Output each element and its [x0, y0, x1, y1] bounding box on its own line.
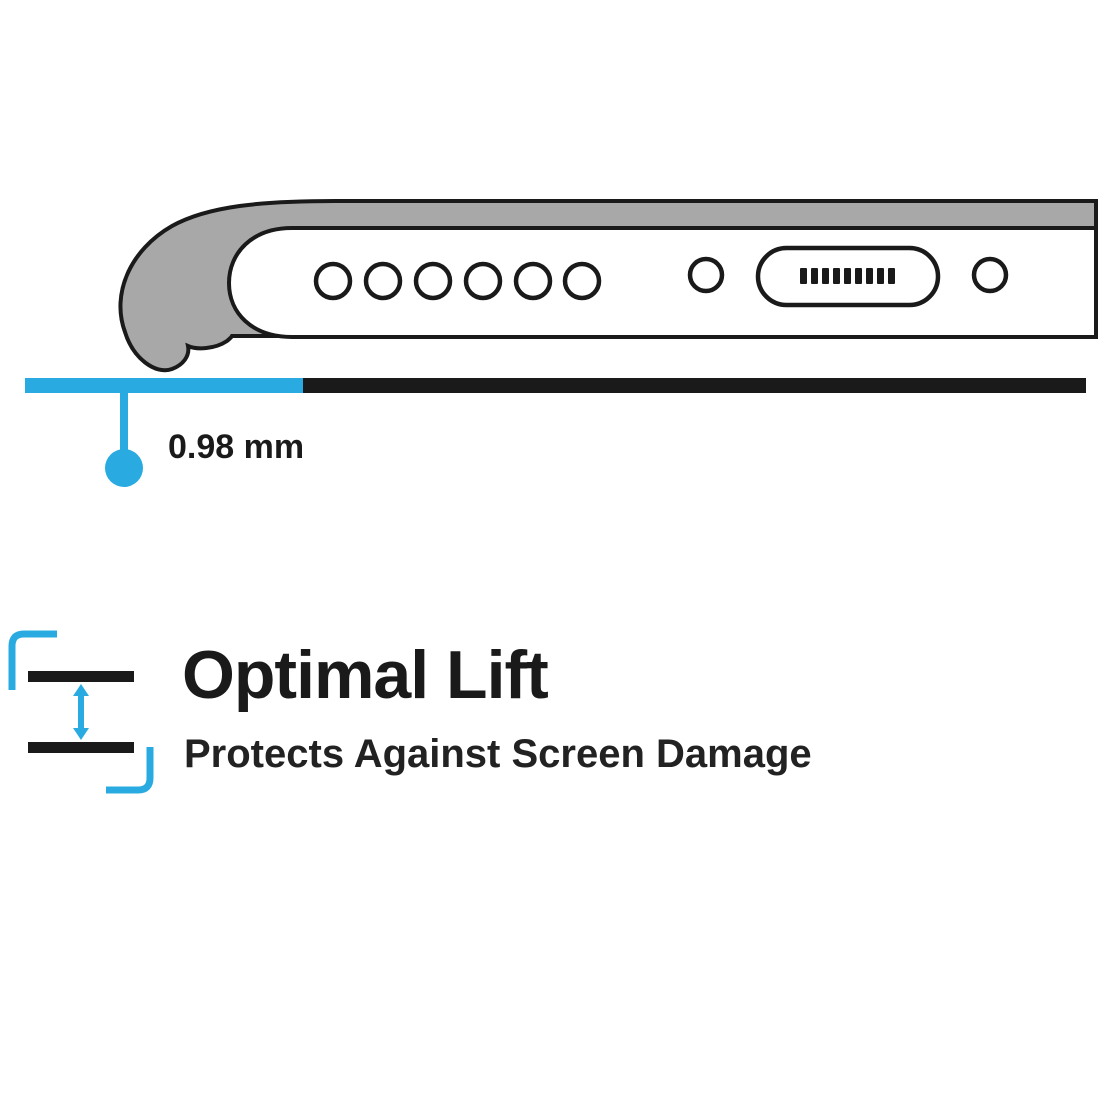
feature-subtitle: Protects Against Screen Damage: [184, 732, 812, 776]
measure-pointer: [105, 391, 143, 487]
charging-port-pins: [800, 268, 895, 284]
phone-body: [226, 226, 1098, 339]
speaker-hole: [413, 261, 453, 301]
mic-hole: [971, 256, 1009, 294]
charging-port: [755, 245, 941, 308]
speaker-hole: [562, 261, 602, 301]
surface-line-accent: [25, 378, 303, 393]
speaker-hole: [363, 261, 403, 301]
speaker-holes: [313, 261, 602, 301]
phone-bottom-illustration: 0.98 mm: [25, 199, 1098, 487]
screen-line-bottom: [28, 742, 134, 753]
up-down-arrow-icon: [73, 684, 89, 740]
speaker-hole: [463, 261, 503, 301]
measurement-label: 0.98 mm: [168, 428, 304, 466]
screen-line-top: [28, 671, 134, 682]
feature-title: Optimal Lift: [182, 637, 549, 713]
lift-icon: [8, 630, 154, 794]
bracket-bottom-right-icon: [106, 747, 154, 794]
mic-hole: [687, 256, 725, 294]
speaker-hole: [313, 261, 353, 301]
bracket-top-left-icon: [8, 630, 57, 690]
measure-dot: [105, 449, 143, 487]
speaker-hole: [513, 261, 553, 301]
surface-line-dark: [303, 378, 1086, 393]
measure-stem: [120, 391, 128, 453]
